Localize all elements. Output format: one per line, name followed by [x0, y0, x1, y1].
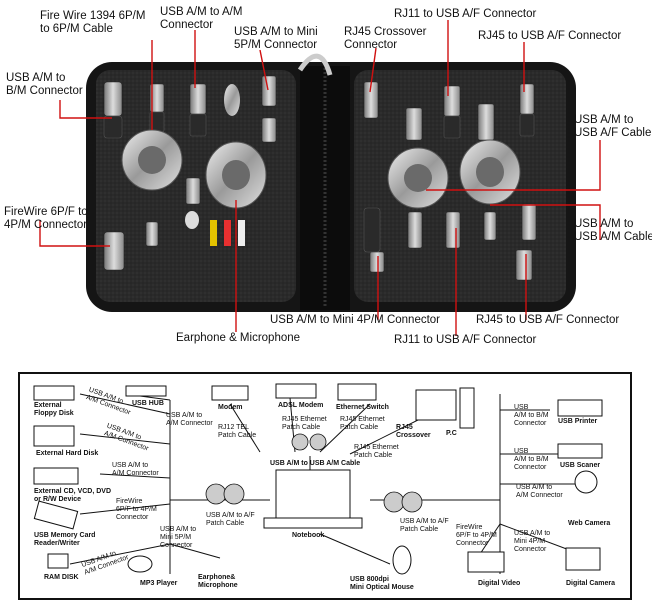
label-ethernet-switch: Ethernet Switch: [336, 404, 389, 411]
label-rj11-usb-af-top: RJ11 to USB A/F Connector: [394, 8, 537, 20]
label-modem: Modem: [218, 404, 243, 411]
diagram-lines: [33, 383, 603, 575]
label-ram-disk: RAM DISK: [44, 574, 79, 581]
label-adsl-modem: ADSL Modem: [278, 402, 324, 409]
label-web-camera: Web Camera: [568, 520, 611, 527]
label-rj45-usb-af-bottom: RJ45 to USB A/F Connector: [476, 314, 620, 326]
label-usb-am-mini4p: USB A/M to Mini 4P/M Connector: [270, 314, 441, 326]
kit-case-illustration: [39, 20, 601, 336]
label-rj11-usb-af-bottom: RJ11 to USB A/F Connector: [394, 334, 537, 346]
label-notebook: Notebook: [292, 532, 325, 539]
label-earphone-microphone: Earphone & Microphone: [176, 332, 301, 344]
label-rj45-usb-af-top: RJ45 to USB A/F Connector: [478, 30, 622, 42]
label-digital-video: Digital Video: [478, 580, 521, 587]
label-pc: P.C: [446, 430, 457, 437]
label-earphone-mic: Earphone&Microphone: [198, 574, 238, 589]
label-usb-scanner: USB Scaner: [560, 462, 601, 469]
label-external-hdd: External Hard Disk: [36, 450, 99, 457]
label-digital-camera: Digital Camera: [566, 580, 616, 587]
label-mp3-player: MP3 Player: [140, 580, 178, 587]
label-usb-hub: USB HUB: [132, 400, 164, 407]
label-usb-am-am-cable: USB A/M to USB A/M Cable: [270, 460, 361, 467]
label-usb-printer: USB Printer: [558, 418, 598, 425]
